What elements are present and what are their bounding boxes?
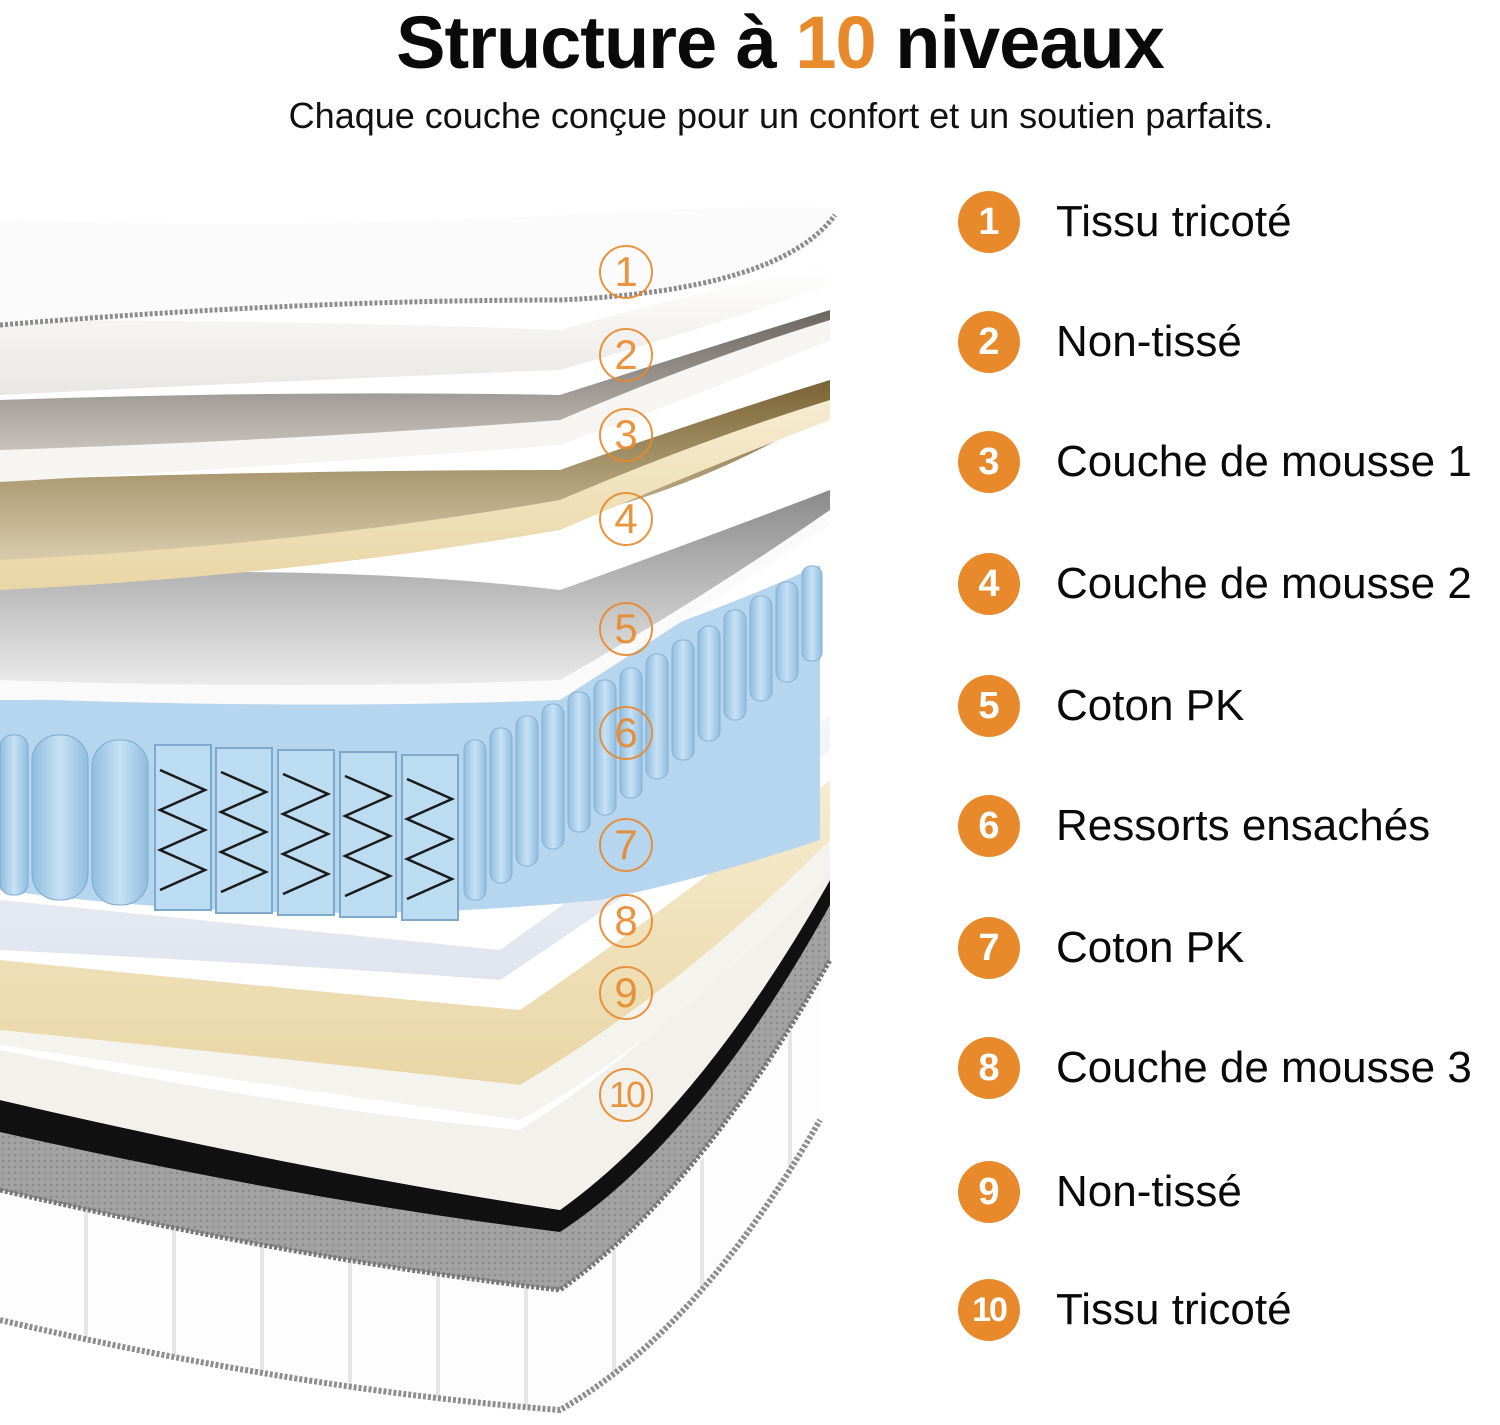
page-title: Structure à 10 niveaux (0, 0, 1500, 86)
legend-item-6: 6 Ressorts ensachés (958, 794, 1430, 858)
layer-marker-5: 5 (599, 602, 653, 656)
legend-label: Couche de mousse 1 (1056, 437, 1472, 486)
title-text: Structure à (396, 1, 796, 84)
legend-label: Tissu tricoté (1056, 197, 1292, 246)
mattress-illustration: 1 2 3 4 5 6 7 8 9 10 (0, 180, 860, 1420)
title-text-end: niveaux (875, 1, 1165, 84)
layer-marker-1: 1 (599, 245, 653, 299)
legend-item-3: 3 Couche de mousse 1 (958, 430, 1472, 494)
legend-item-2: 2 Non-tissé (958, 310, 1242, 374)
page-subtitle: Chaque couche conçue pour un confort et … (288, 95, 1274, 136)
number-badge-icon: 10 (958, 1279, 1020, 1341)
layer-marker-4: 4 (599, 492, 653, 546)
number-badge-icon: 6 (958, 795, 1020, 857)
legend-label: Ressorts ensachés (1056, 801, 1431, 850)
layer-marker-8: 8 (599, 894, 653, 948)
number-badge-icon: 4 (958, 553, 1020, 615)
layer-marker-2: 2 (599, 328, 653, 382)
layer-marker-3: 3 (599, 408, 653, 462)
layer-marker-6: 6 (599, 706, 653, 760)
number-badge-icon: 7 (958, 917, 1020, 979)
number-badge-icon: 9 (958, 1161, 1020, 1223)
mattress-layers-graphic (0, 207, 838, 1414)
legend-item-10: 10 Tissu tricoté (958, 1278, 1292, 1342)
number-badge-icon: 5 (958, 675, 1020, 737)
legend-label: Non-tissé (1056, 1167, 1242, 1216)
legend-item-7: 7 Coton PK (958, 916, 1244, 980)
layer-marker-10: 10 (599, 1068, 653, 1122)
legend-item-4: 4 Couche de mousse 2 (958, 552, 1472, 616)
legend-label: Non-tissé (1056, 317, 1242, 366)
legend-label: Tissu tricoté (1056, 1285, 1292, 1334)
title-accent-number: 10 (795, 1, 876, 84)
legend-label: Couche de mousse 2 (1056, 559, 1472, 608)
legend-item-8: 8 Couche de mousse 3 (958, 1036, 1472, 1100)
number-badge-icon: 8 (958, 1037, 1020, 1099)
number-badge-icon: 1 (958, 191, 1020, 253)
legend-label: Couche de mousse 3 (1056, 1043, 1472, 1092)
layer-marker-9: 9 (599, 966, 653, 1020)
number-badge-icon: 2 (958, 311, 1020, 373)
layer-marker-7: 7 (599, 818, 653, 872)
number-badge-icon: 3 (958, 431, 1020, 493)
legend-label: Coton PK (1056, 923, 1245, 972)
legend-label: Coton PK (1056, 681, 1245, 730)
legend-item-9: 9 Non-tissé (958, 1160, 1242, 1224)
legend-item-5: 5 Coton PK (958, 674, 1244, 738)
legend-item-1: 1 Tissu tricoté (958, 190, 1292, 254)
